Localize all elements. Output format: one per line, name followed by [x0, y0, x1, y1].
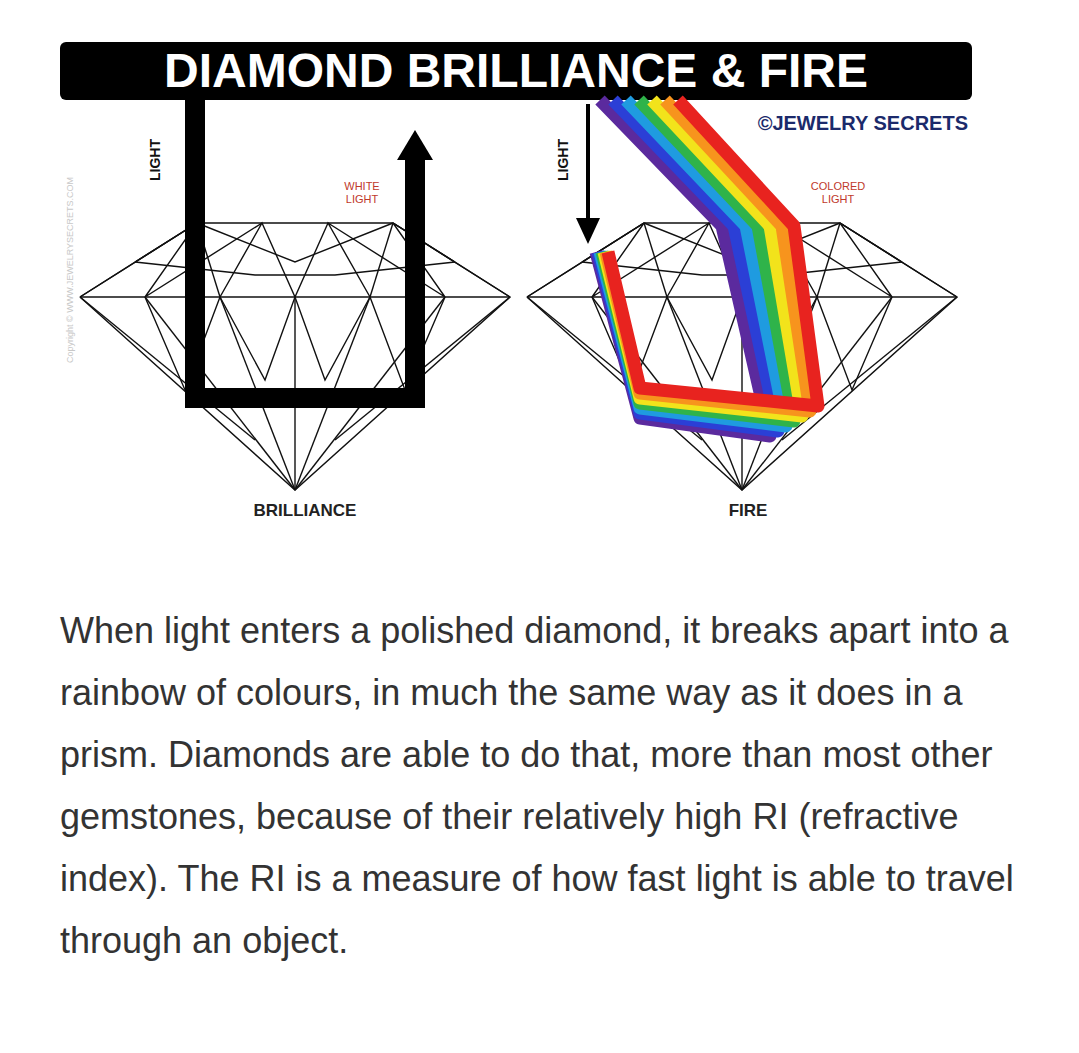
facet-line: [644, 223, 667, 297]
light-beams: [195, 100, 818, 436]
facet-line: [80, 223, 510, 490]
brilliance-label: BRILLIANCE: [254, 501, 357, 521]
watermark: Copyright © WWW.JEWELRYSECRETS.COM: [65, 177, 75, 363]
facet-line: [197, 223, 393, 262]
white-light-beam: [195, 100, 415, 398]
fire-label: FIRE: [729, 501, 768, 521]
brand-label: ©JEWELRY SECRETS: [758, 112, 968, 135]
facet-line: [370, 223, 393, 297]
diamond-drawing: [80, 223, 510, 490]
facet-line: [220, 297, 370, 380]
title-bar: [60, 42, 972, 100]
light-label: LIGHT: [555, 139, 571, 181]
rainbow-stripe: [608, 100, 818, 406]
white-light-label: WHITE LIGHT: [337, 180, 387, 205]
facet-line: [817, 223, 840, 297]
colored-light-label: COLORED LIGHT: [808, 180, 868, 205]
facet-line: [840, 223, 902, 262]
caption: When light enters a polished diamond, it…: [60, 600, 1035, 972]
arrow-head: [576, 218, 600, 244]
facet-line: [80, 297, 255, 440]
diamond-outlines: [80, 223, 957, 490]
facet-line: [817, 297, 892, 390]
facet-line: [80, 223, 510, 297]
facet-line: [145, 297, 220, 390]
light-arrow: [586, 104, 590, 222]
light-label: LIGHT: [147, 139, 163, 181]
arrow-head: [397, 130, 433, 160]
title: DIAMOND BRILLIANCE & FIRE: [164, 47, 868, 95]
